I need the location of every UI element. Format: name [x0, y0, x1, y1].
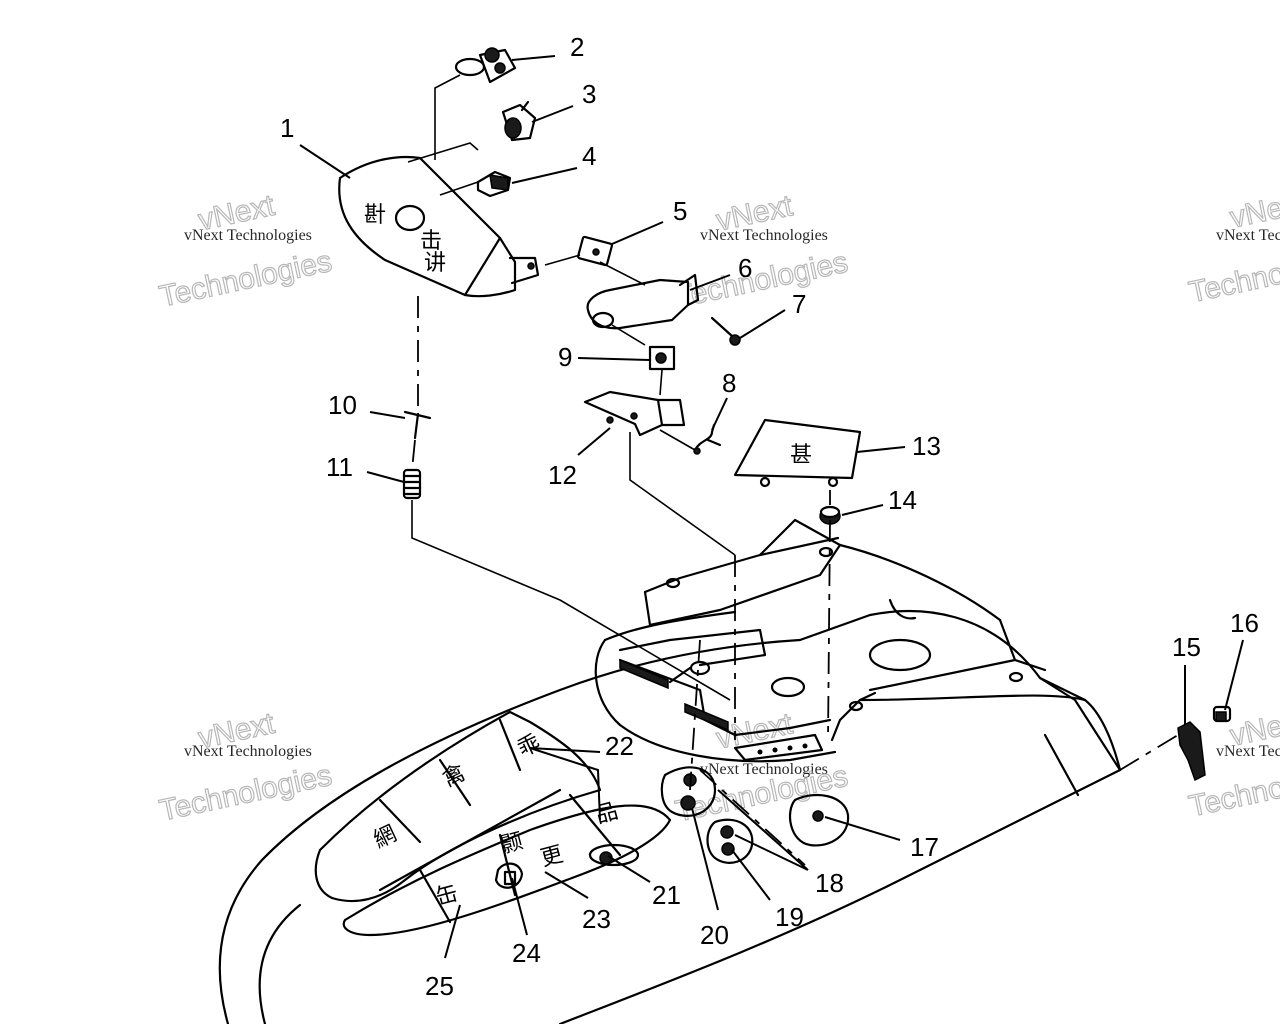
- callout-19: 19: [775, 902, 804, 932]
- callout-14: 14: [888, 485, 917, 515]
- svg-text:品: 品: [593, 799, 621, 829]
- switch-plate-17: [788, 793, 850, 847]
- callout-21: 21: [652, 880, 681, 910]
- callout-15: 15: [1172, 632, 1201, 662]
- svg-text:vNext Technologies: vNext Technologies: [184, 227, 312, 244]
- svg-text:vNext Technologies: vNext Technologies: [184, 743, 312, 760]
- part-screw: [710, 316, 741, 346]
- callout-12: 12: [548, 460, 577, 490]
- part-console-cover: 卙 击 讲: [338, 155, 540, 298]
- callout-9: 9: [558, 342, 572, 372]
- svg-text:網: 網: [370, 821, 401, 853]
- part-mounting-bracket: [583, 390, 686, 437]
- hull-body: 乖 禽 網 品 颢 更 缶: [218, 518, 1122, 1024]
- svg-text:乖: 乖: [514, 730, 545, 762]
- watermark-center-top: vNext vNext Technologies Technologies: [672, 189, 851, 315]
- svg-text:Technologies: Technologies: [157, 245, 335, 314]
- callout-labels: 1 2 3 4 5 6 7 8 9 10 11 12 13 14 15 16 1…: [280, 32, 1259, 1001]
- svg-text:缶: 缶: [433, 881, 461, 911]
- callout-17: 17: [910, 832, 939, 862]
- part-fuse: [476, 170, 512, 198]
- tray-hole: [868, 638, 932, 672]
- callout-20: 20: [700, 920, 729, 950]
- callout-24: 24: [512, 938, 541, 968]
- switch-plate-19: [706, 818, 754, 864]
- callout-8: 8: [722, 368, 736, 398]
- callout-6: 6: [738, 253, 752, 283]
- part-plug: [1212, 705, 1232, 723]
- watermark-left-bottom: vNext vNext Technologies Technologies: [156, 706, 335, 828]
- callout-7: 7: [792, 289, 806, 319]
- callout-10: 10: [328, 390, 357, 420]
- part-grommet: [819, 505, 841, 525]
- part-bracket: [586, 273, 700, 330]
- svg-text:击: 击: [420, 229, 442, 254]
- svg-text:vNext Technologies: vNext Technologies: [700, 227, 828, 244]
- switch-plate-20: [660, 766, 717, 817]
- part-latch: [1177, 721, 1206, 782]
- svg-text:讲: 讲: [424, 251, 446, 276]
- svg-text:卙: 卙: [364, 203, 386, 228]
- callout-13: 13: [912, 431, 941, 461]
- svg-text:甚: 甚: [790, 443, 812, 468]
- callout-18: 18: [815, 868, 844, 898]
- svg-text:Technologies: Technologies: [673, 246, 851, 315]
- svg-text:Technologies: Technologies: [157, 759, 335, 828]
- callout-25: 25: [425, 971, 454, 1001]
- svg-text:vNext Technologies: vNext Technologies: [1216, 227, 1280, 244]
- leader-lines: [299, 55, 1244, 959]
- callout-22: 22: [605, 731, 634, 761]
- part-switch: [501, 100, 537, 142]
- part-spring: [402, 468, 422, 500]
- svg-text:vNext Technologies: vNext Technologies: [1216, 743, 1280, 760]
- watermark-left-top: vNext vNext Technologies Technologies: [156, 188, 335, 314]
- part-cover-plate: 甚: [733, 418, 862, 488]
- callout-3: 3: [582, 79, 596, 109]
- part-key: [454, 47, 517, 84]
- callout-16: 16: [1230, 608, 1259, 638]
- part-pin: [403, 410, 432, 440]
- watermark-right-top: vNext vNext Technologies Technologies: [1186, 186, 1280, 310]
- callout-23: 23: [582, 904, 611, 934]
- assembly-lines: [407, 74, 1179, 866]
- callout-4: 4: [582, 141, 596, 171]
- part-clip: [693, 423, 722, 452]
- callout-11: 11: [326, 452, 353, 482]
- svg-text:vNext Technologies: vNext Technologies: [700, 761, 828, 778]
- callout-1: 1: [280, 113, 294, 143]
- svg-text:更: 更: [538, 842, 566, 872]
- callout-5: 5: [673, 196, 687, 226]
- svg-text:Technologies: Technologies: [1186, 241, 1280, 310]
- callout-2: 2: [570, 32, 584, 62]
